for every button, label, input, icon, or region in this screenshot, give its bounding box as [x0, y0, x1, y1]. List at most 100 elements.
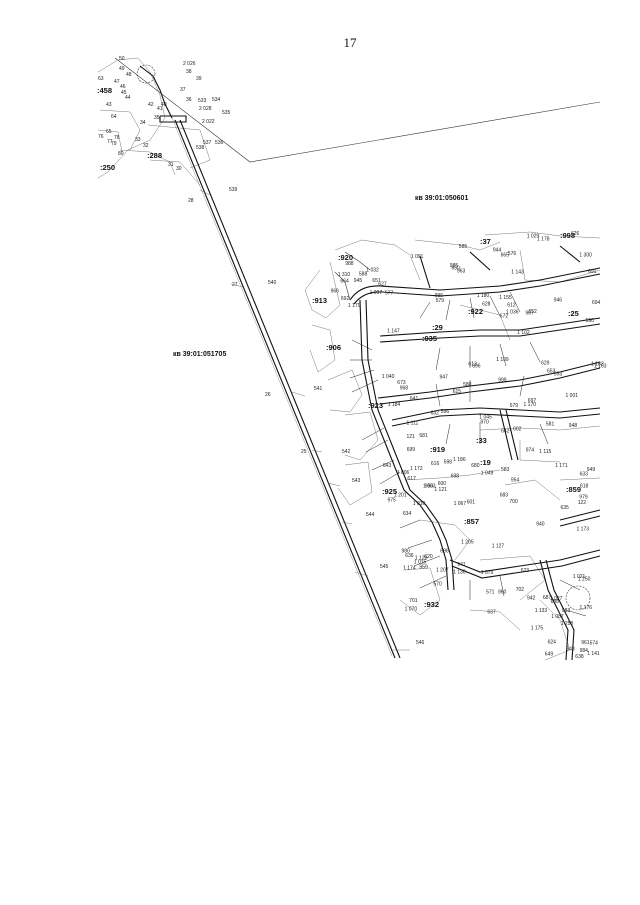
point-label: 35 — [154, 115, 160, 121]
parcel-label: :25 — [568, 309, 579, 318]
point-label: 960 — [498, 590, 507, 596]
point-label: 616 — [431, 461, 440, 467]
point-label: 38 — [186, 69, 192, 75]
point-label: 967 — [525, 311, 534, 317]
quarter-label-north: кв 39:01:050601 — [415, 195, 468, 202]
point-label: 692 — [341, 296, 350, 302]
point-label: 1 120 — [415, 556, 428, 562]
point-label: 593 — [554, 371, 563, 377]
point-label: 79 — [111, 141, 117, 147]
point-label: 32 — [143, 143, 149, 149]
point-label: 1 021 — [573, 574, 586, 580]
point-label: 1 176 — [580, 605, 593, 611]
point-label: 1 067 — [454, 501, 467, 507]
point-label: 950 — [425, 484, 434, 490]
point-label: 954 — [511, 478, 520, 484]
point-label: 673 — [397, 380, 406, 386]
point-label: 64 — [111, 114, 117, 120]
point-label: 1 079 — [481, 570, 494, 576]
point-label: 697 — [528, 398, 537, 404]
point-label: 980 — [402, 548, 411, 554]
point-label: 1 179 — [348, 303, 361, 309]
point-label: 672 — [500, 313, 509, 319]
point-label: 665 — [501, 252, 510, 258]
parcel-label: :458 — [97, 86, 112, 95]
point-label: 1 127 — [492, 544, 505, 550]
point-label: 1 143 — [511, 270, 524, 276]
point-label: 1 133 — [535, 608, 548, 614]
point-label: 43 — [106, 102, 112, 108]
point-label: 966 — [331, 289, 340, 295]
point-label: 42 — [148, 102, 154, 108]
point-label: 983 — [562, 608, 571, 614]
parcel-label: :925 — [382, 487, 397, 496]
point-label: 948 — [569, 423, 578, 429]
point-label: 48 — [126, 72, 132, 78]
point-label: 623 — [521, 568, 530, 574]
point-label: 1 091 — [411, 254, 424, 260]
point-label: 1 170 — [524, 402, 537, 408]
point-label: 1 183 — [591, 362, 604, 368]
point-label: 940 — [536, 521, 545, 527]
point-label: 590 — [586, 318, 595, 324]
point-label: 613 — [468, 362, 477, 368]
point-label: 985 — [450, 263, 459, 269]
point-label: 598 — [444, 459, 453, 465]
point-label: 539 — [229, 187, 238, 193]
point-label: 1 087 — [551, 614, 564, 620]
point-label: 635 — [561, 505, 570, 511]
parcel-label: :19 — [480, 458, 491, 467]
point-label: 1 121 — [434, 487, 447, 493]
point-label: 581 — [546, 421, 555, 427]
point-label: 596 — [441, 409, 450, 415]
point-label: 636 — [405, 553, 414, 559]
point-label: 701 — [409, 598, 418, 604]
point-label: 688 — [551, 599, 560, 605]
point-label: 1 205 — [461, 540, 474, 546]
point-label: 537 — [203, 140, 212, 146]
point-label: 541 — [314, 386, 323, 392]
point-label: 1 184 — [388, 402, 401, 408]
point-label: 1 250 — [578, 577, 591, 583]
parcel-label: :922 — [468, 307, 483, 316]
point-label: 546 — [416, 640, 425, 646]
point-label: 570 — [433, 581, 442, 587]
point-label: 580 — [463, 382, 472, 388]
parcel-label: :857 — [464, 517, 479, 526]
point-label: 27 — [232, 282, 238, 288]
parcel-label: :923 — [368, 401, 383, 410]
point-label: 80 — [118, 151, 124, 157]
point-label: 633 — [580, 471, 589, 477]
parcel-label: :250 — [100, 163, 115, 172]
point-label: 601 — [467, 500, 476, 506]
point-label: 984 — [580, 648, 589, 654]
point-label: 1 097 — [370, 290, 383, 296]
point-label: 627 — [378, 282, 387, 288]
point-label: 649 — [545, 652, 554, 658]
point-label: 41 — [157, 106, 163, 112]
point-label: 1 111 — [407, 420, 419, 426]
network-point-labels: 6656646726736796806816836866876886916926… — [331, 231, 607, 660]
point-label: 946 — [554, 298, 563, 304]
point-label: 34 — [140, 120, 146, 126]
point-label: 624 — [548, 640, 557, 646]
point-label: 49 — [119, 66, 125, 72]
parcel-labels: :458 :250 :288 :920 :998 :913 :922 :29 :… — [97, 86, 581, 609]
point-label: 28 — [188, 198, 194, 204]
point-label: 996 — [435, 293, 444, 299]
point-label: 63 — [98, 76, 104, 82]
point-label: 1 109 — [496, 357, 509, 363]
point-label: 36 — [186, 97, 192, 103]
point-label: 1 010 — [413, 501, 426, 507]
point-label: 542 — [342, 449, 351, 455]
point-label: 963 — [457, 268, 466, 274]
parcel-label: :29 — [432, 323, 443, 332]
point-label: 653 — [547, 369, 556, 375]
point-label: 1 175 — [531, 625, 544, 631]
point-label: 944 — [493, 248, 502, 254]
point-label: 1 258 — [561, 621, 574, 627]
settlement-network — [304, 231, 601, 661]
point-label: 26 — [265, 392, 271, 398]
point-label: 545 — [380, 564, 389, 570]
point-label: 1 002 — [509, 427, 522, 433]
